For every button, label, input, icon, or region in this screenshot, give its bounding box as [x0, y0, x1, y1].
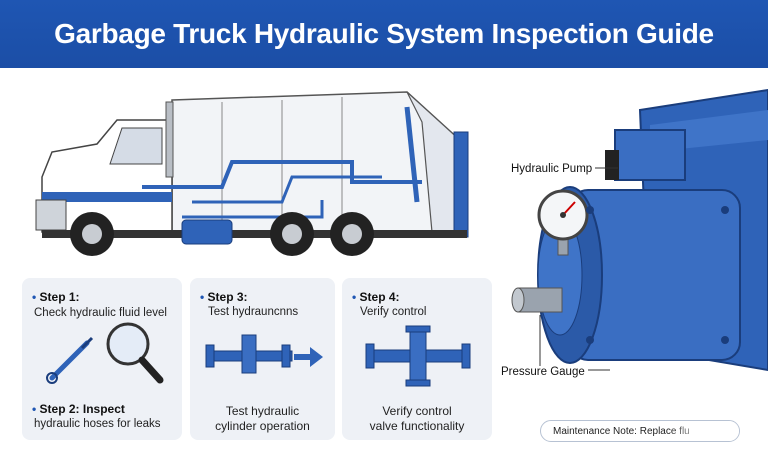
hydraulic-pump-illustration	[511, 88, 768, 372]
step-card-4: • Step 4: Verify control Verify control …	[342, 278, 492, 440]
garbage-truck-illustration	[35, 91, 469, 256]
cylinder-pipe-icon	[205, 334, 293, 374]
step-1-text: Check hydraulic fluid level	[34, 307, 167, 319]
arrow-right-icon	[294, 347, 323, 367]
dipstick-icon	[46, 336, 94, 384]
maintenance-note: Maintenance Note: Replace flu	[540, 420, 740, 442]
maintenance-note-fade	[669, 421, 739, 441]
step-4-label: • Step 4:	[352, 290, 400, 304]
step-3-label: • Step 3:	[200, 290, 248, 304]
step-4-caption-line2: valve functionality	[369, 419, 465, 433]
step-4-caption-line1: Verify control	[382, 404, 452, 418]
step-1-label: • Step 1:	[32, 290, 80, 304]
step-2-label: • Step 2: Inspect	[32, 402, 125, 416]
step-card-3: • Step 3: Test hydrauncnns Test hydrauli…	[190, 278, 335, 440]
step-4-text: Verify control	[360, 306, 427, 318]
step-3-caption-line2: cylinder operation	[215, 419, 310, 433]
step-2-text: hydraulic hoses for leaks	[34, 418, 161, 430]
hydraulic-pump-label: Hydraulic Pump	[511, 163, 593, 175]
maintenance-note-text: Maintenance Note: Replace flu	[553, 425, 690, 437]
title-banner: Garbage Truck Hydraulic System Inspectio…	[0, 0, 768, 68]
page-title: Garbage Truck Hydraulic System Inspectio…	[54, 18, 714, 49]
pressure-gauge-label: Pressure Gauge	[501, 366, 585, 378]
magnifier-icon	[106, 322, 164, 384]
step-3-caption-line1: Test hydraulic	[225, 404, 300, 418]
valve-icon	[365, 325, 471, 387]
step-3-text: Test hydrauncnns	[208, 306, 299, 318]
step-card-1-2: • Step 1: Check hydraulic fluid level • …	[22, 278, 182, 440]
